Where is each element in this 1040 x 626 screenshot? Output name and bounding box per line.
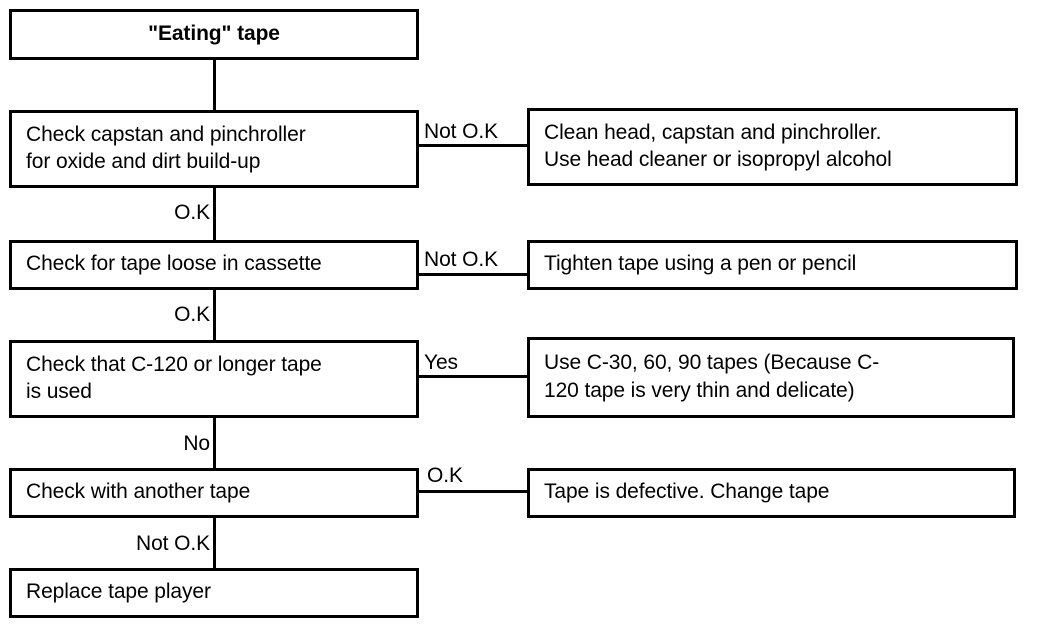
connector-loose-to-c120 bbox=[213, 290, 216, 342]
node-check-c120: Check that C-120 or longer tape is used bbox=[9, 340, 419, 418]
edge-label-c120-yes: Yes bbox=[424, 351, 458, 374]
node-clean-head-label: Clean head, capstan and pinchroller. Use… bbox=[544, 120, 892, 171]
node-use-shorter-tapes: Use C-30, 60, 90 tapes (Because C- 120 t… bbox=[527, 337, 1015, 418]
edge-label-loose-not-ok: Not O.K bbox=[424, 248, 498, 271]
node-replace-tape-player: Replace tape player bbox=[9, 568, 419, 618]
edge-label-capstan-not-ok: Not O.K bbox=[424, 120, 498, 143]
node-check-loose-label: Check for tape loose in cassette bbox=[26, 252, 322, 276]
edge-label-another-ok: O.K bbox=[427, 464, 463, 487]
edge-label-c120-no: No bbox=[183, 432, 210, 455]
edge-label-another-not-ok: Not O.K bbox=[136, 532, 210, 555]
node-use-shorter-tapes-label: Use C-30, 60, 90 tapes (Because C- 120 t… bbox=[544, 351, 880, 402]
connector-another-ok bbox=[419, 490, 530, 493]
edge-label-loose-ok: O.K bbox=[174, 303, 210, 326]
node-start: "Eating" tape bbox=[9, 9, 419, 60]
node-check-loose: Check for tape loose in cassette bbox=[9, 240, 419, 290]
node-check-c120-label: Check that C-120 or longer tape is used bbox=[26, 352, 322, 403]
node-replace-tape-player-label: Replace tape player bbox=[26, 580, 211, 604]
node-tape-defective: Tape is defective. Change tape bbox=[527, 468, 1016, 518]
node-check-another-tape: Check with another tape bbox=[9, 468, 419, 518]
connector-capstan-not-ok bbox=[419, 144, 530, 147]
node-clean-head: Clean head, capstan and pinchroller. Use… bbox=[527, 108, 1018, 186]
connector-another-to-replace bbox=[213, 518, 216, 570]
connector-capstan-to-loose bbox=[213, 188, 216, 242]
node-tighten-tape: Tighten tape using a pen or pencil bbox=[527, 240, 1018, 290]
node-tape-defective-label: Tape is defective. Change tape bbox=[544, 480, 830, 504]
node-check-another-tape-label: Check with another tape bbox=[26, 480, 251, 504]
node-start-label: "Eating" tape bbox=[148, 21, 280, 45]
node-tighten-tape-label: Tighten tape using a pen or pencil bbox=[544, 252, 857, 276]
connector-start-to-capstan bbox=[213, 59, 216, 111]
connector-loose-not-ok bbox=[419, 273, 530, 276]
connector-c120-to-another bbox=[213, 418, 216, 470]
edge-label-capstan-ok: O.K bbox=[174, 201, 210, 224]
connector-c120-yes bbox=[419, 375, 530, 378]
node-check-capstan: Check capstan and pinchroller for oxide … bbox=[9, 110, 419, 188]
node-check-capstan-label: Check capstan and pinchroller for oxide … bbox=[26, 122, 306, 173]
